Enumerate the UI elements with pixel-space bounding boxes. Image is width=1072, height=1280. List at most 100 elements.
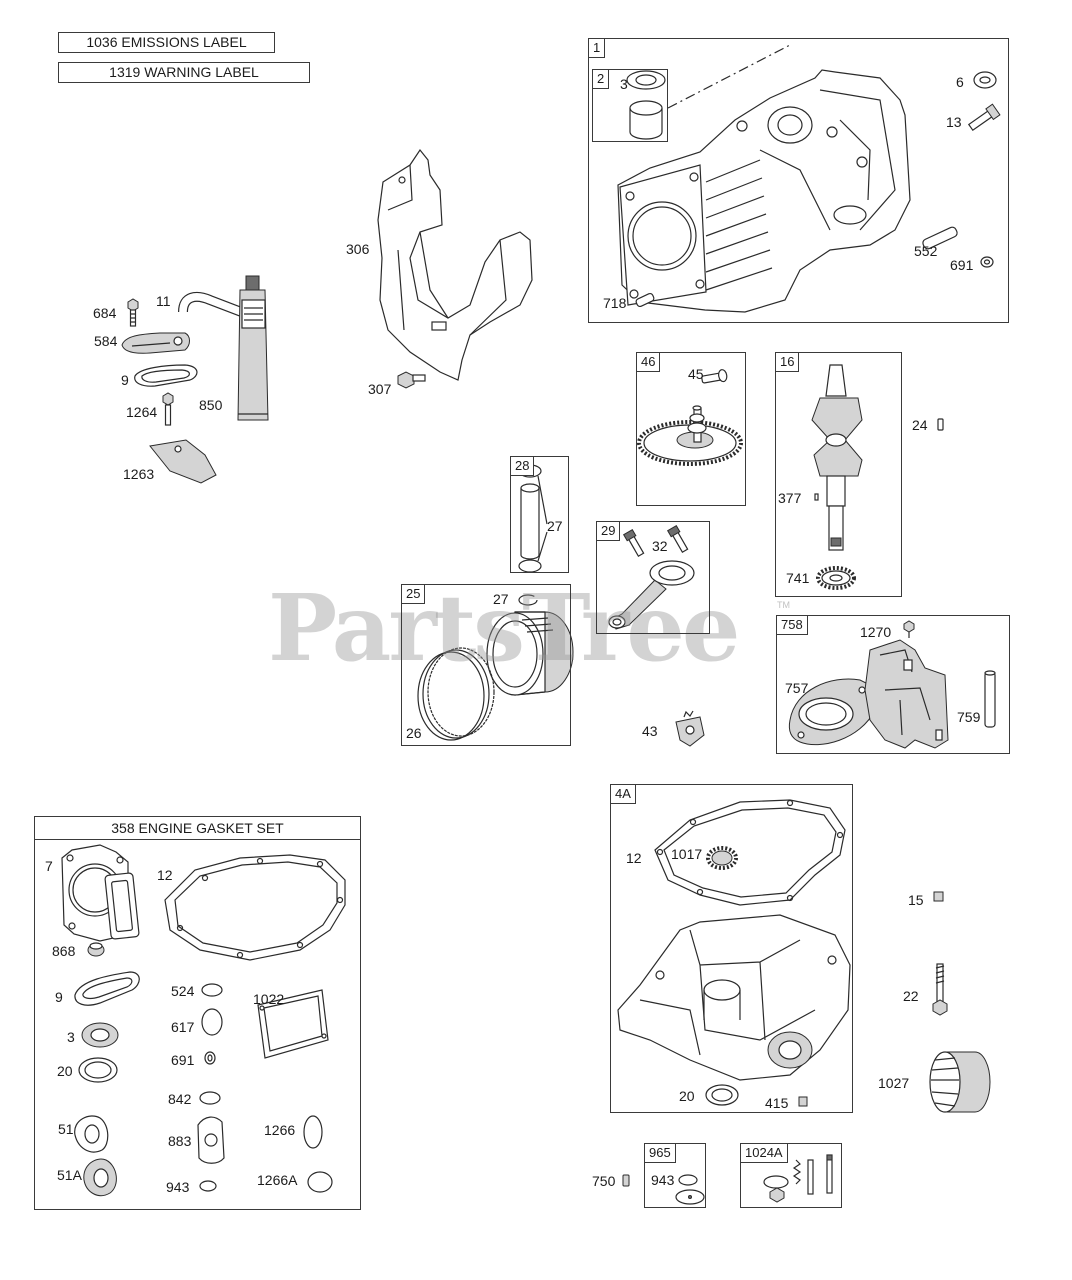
gasket-callout-943: 943 <box>166 1179 190 1195</box>
callout-552: 552 <box>914 243 938 259</box>
callout-1264: 1264 <box>126 404 158 420</box>
o-ring-524-drawing <box>201 983 223 997</box>
crankcase-gasket-12-drawing <box>164 854 346 961</box>
bolt-22-drawing <box>932 963 948 1016</box>
gasket-51-drawing <box>74 1115 109 1153</box>
callout-20-sump: 20 <box>679 1088 695 1104</box>
o-ring-617-drawing <box>201 1008 223 1036</box>
o-ring-943-set-drawing <box>199 1180 217 1192</box>
plate-1263-drawing <box>149 439 217 484</box>
group-1-box: 1 <box>588 38 1009 323</box>
callout-26: 26 <box>406 725 422 741</box>
gasket-callout-1022: 1022 <box>253 991 285 1007</box>
group-29-box: 29 <box>596 521 710 634</box>
group-16-box: 16 <box>775 352 902 597</box>
cap-965-drawing <box>675 1189 705 1205</box>
heat-shield-306-drawing <box>377 148 533 381</box>
part-43-drawing <box>675 710 705 747</box>
gear-741-drawing <box>816 566 856 590</box>
callout-306: 306 <box>346 241 370 257</box>
callout-32: 32 <box>652 538 668 554</box>
bolt-13-drawing <box>967 103 1001 132</box>
rod-bolt-32-right-drawing <box>666 524 689 553</box>
group-25-box: 25 <box>401 584 571 746</box>
callout-3: 3 <box>620 76 628 92</box>
group-965-box: 965 <box>644 1143 706 1208</box>
callout-11: 11 <box>156 293 171 309</box>
gasket-callout-617: 617 <box>171 1019 195 1035</box>
gasket-9-drawing <box>134 364 198 387</box>
plate-757-drawing <box>788 678 881 746</box>
bushing-3-drawing <box>626 70 666 140</box>
callout-943: 943 <box>651 1172 675 1188</box>
engine-block-drawing <box>617 44 911 313</box>
gasket-callout-868: 868 <box>52 943 76 959</box>
callout-684: 684 <box>93 305 117 321</box>
callout-307: 307 <box>368 381 392 397</box>
seal-3-drawing <box>81 1022 119 1048</box>
gasket-callout-51A: 51A <box>57 1167 82 1183</box>
callout-750: 750 <box>592 1173 616 1189</box>
group-4A-tag: 4A <box>611 785 636 804</box>
callout-741: 741 <box>786 570 810 586</box>
seal-20-set-drawing <box>78 1057 118 1083</box>
sealant-tube-850-drawing <box>237 275 269 421</box>
sump-gasket-12-drawing <box>654 799 846 906</box>
seal-20-drawing <box>705 1084 739 1106</box>
o-ring-1266-drawing <box>303 1115 323 1149</box>
connecting-rod-29-drawing <box>608 560 695 630</box>
kit-1024A-drawing <box>763 1154 833 1203</box>
piston-25-drawing <box>486 611 574 696</box>
plug-415-drawing <box>798 1096 808 1107</box>
callout-759: 759 <box>957 709 981 725</box>
callout-1263: 1263 <box>123 466 155 482</box>
gasket-callout-20: 20 <box>57 1063 73 1079</box>
callout-584: 584 <box>94 333 118 349</box>
gasket-callout-9: 9 <box>55 989 63 1005</box>
callout-850: 850 <box>199 397 223 413</box>
group-46-box: 46 <box>636 352 746 506</box>
bolt-1264-drawing <box>162 392 174 426</box>
gasket-callout-1266: 1266 <box>264 1122 296 1138</box>
callout-9: 9 <box>121 372 129 388</box>
plug-15-drawing <box>933 891 944 902</box>
callout-1017: 1017 <box>671 846 703 862</box>
gasket-callout-1266A: 1266A <box>257 1172 298 1188</box>
emissions-label-box: 1036 EMISSIONS LABEL <box>58 32 275 53</box>
camshaft-46-drawing <box>637 405 743 466</box>
group-28-tag: 28 <box>511 457 535 476</box>
group-758-tag: 758 <box>777 616 808 635</box>
head-gasket-7-drawing <box>61 844 140 942</box>
callout-1027: 1027 <box>878 1075 910 1091</box>
engine-gasket-set-box: 358 ENGINE GASKET SET <box>34 816 361 1210</box>
bolt-684-drawing <box>127 298 139 327</box>
gasket-callout-842: 842 <box>168 1091 192 1107</box>
pin-552-drawing <box>922 226 958 250</box>
gasket-1022-drawing <box>257 989 329 1059</box>
group-46-tag: 46 <box>637 353 661 372</box>
screw-750-drawing <box>622 1174 630 1187</box>
sump-drawing <box>617 914 851 1081</box>
group-29-tag: 29 <box>597 522 621 541</box>
callout-12-sump: 12 <box>626 850 642 866</box>
group-16-tag: 16 <box>776 353 800 372</box>
o-ring-842-drawing <box>199 1091 221 1105</box>
tube-759-drawing <box>984 670 996 728</box>
oil-filter-1027-drawing <box>929 1051 991 1113</box>
warning-label-box: 1319 WARNING LABEL <box>58 62 310 83</box>
clip-27-drawing <box>518 594 538 606</box>
gear-1017-drawing <box>706 846 738 870</box>
gasket-callout-12: 12 <box>157 867 173 883</box>
group-1024A-tag: 1024A <box>741 1144 788 1163</box>
callout-45: 45 <box>688 366 704 382</box>
bracket-758-drawing <box>864 639 949 749</box>
tube-11-drawing <box>178 291 249 320</box>
washer-691-drawing <box>980 256 994 268</box>
seal-868-drawing <box>87 942 105 957</box>
callout-1270: 1270 <box>860 624 892 640</box>
callout-15: 15 <box>908 892 924 908</box>
callout-6: 6 <box>956 74 964 90</box>
washer-6-drawing <box>973 71 997 89</box>
group-965-tag: 965 <box>645 1144 676 1163</box>
